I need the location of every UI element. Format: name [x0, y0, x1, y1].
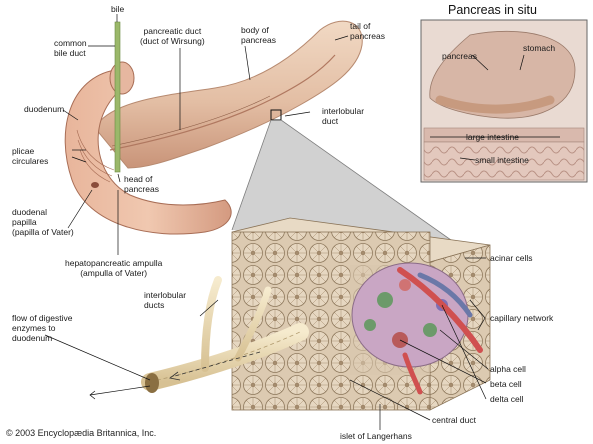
label-body-of-pancreas: body of pancreas [241, 25, 276, 45]
label-tail-of-pancreas: tail of pancreas [350, 21, 385, 41]
leader-lines [44, 14, 560, 430]
label-inset-large-intestine: large intestine [466, 132, 519, 142]
label-delta-cell: delta cell [490, 394, 524, 404]
inset-small-intestine [423, 141, 585, 181]
label-head-of-pancreas: head of pancreas [124, 174, 159, 194]
label-inset-small-intestine: small intestine [475, 155, 529, 165]
label-interlobular-ducts: interlobular ducts [144, 290, 187, 310]
inset-panel [420, 19, 588, 183]
pancreas-organ [94, 20, 363, 169]
label-capillary-network: capillary network [490, 313, 554, 323]
label-beta-cell: beta cell [490, 379, 522, 389]
label-central-duct: central duct [432, 415, 476, 425]
label-inset-pancreas: pancreas [442, 51, 477, 61]
inset-pancreas [435, 95, 555, 114]
copyright-notice: © 2003 Encyclopædia Britannica, Inc. [6, 428, 157, 438]
label-alpha-cell: alpha cell [490, 364, 526, 374]
label-bile: bile [111, 4, 125, 14]
label-flow-of-enzymes: flow of digestive enzymes to duodenum [12, 313, 73, 343]
label-duodenum: duodenum [24, 104, 65, 114]
label-hepatopancreatic-ampulla: hepatopancreatic ampulla (ampulla of Vat… [65, 258, 163, 278]
capillary-network [397, 267, 483, 353]
label-interlobular-duct: interlobular duct [322, 106, 365, 126]
interlobular-ducts [141, 276, 309, 393]
label-common-bile-duct: common bile duct [54, 38, 87, 58]
pancreatic-duct [109, 54, 336, 151]
label-plicae-circulares: plicae circulares [12, 146, 49, 166]
label-acinar-cells: acinar cells [490, 253, 533, 263]
label-islet-of-langerhans: islet of Langerhans [340, 431, 412, 441]
alpha-cell [377, 292, 393, 308]
label-inset-stomach: stomach [523, 43, 556, 53]
common-bile-duct [114, 21, 121, 173]
duodenal-papilla [91, 182, 99, 188]
label-pancreatic-duct: pancreatic duct (duct of Wirsung) [140, 26, 205, 46]
zoom-marker [270, 109, 282, 121]
label-duodenal-papilla: duodenal papilla (papilla of Vater) [12, 207, 74, 237]
inset-stomach [429, 30, 576, 119]
inset-title: Pancreas in situ [448, 3, 537, 17]
